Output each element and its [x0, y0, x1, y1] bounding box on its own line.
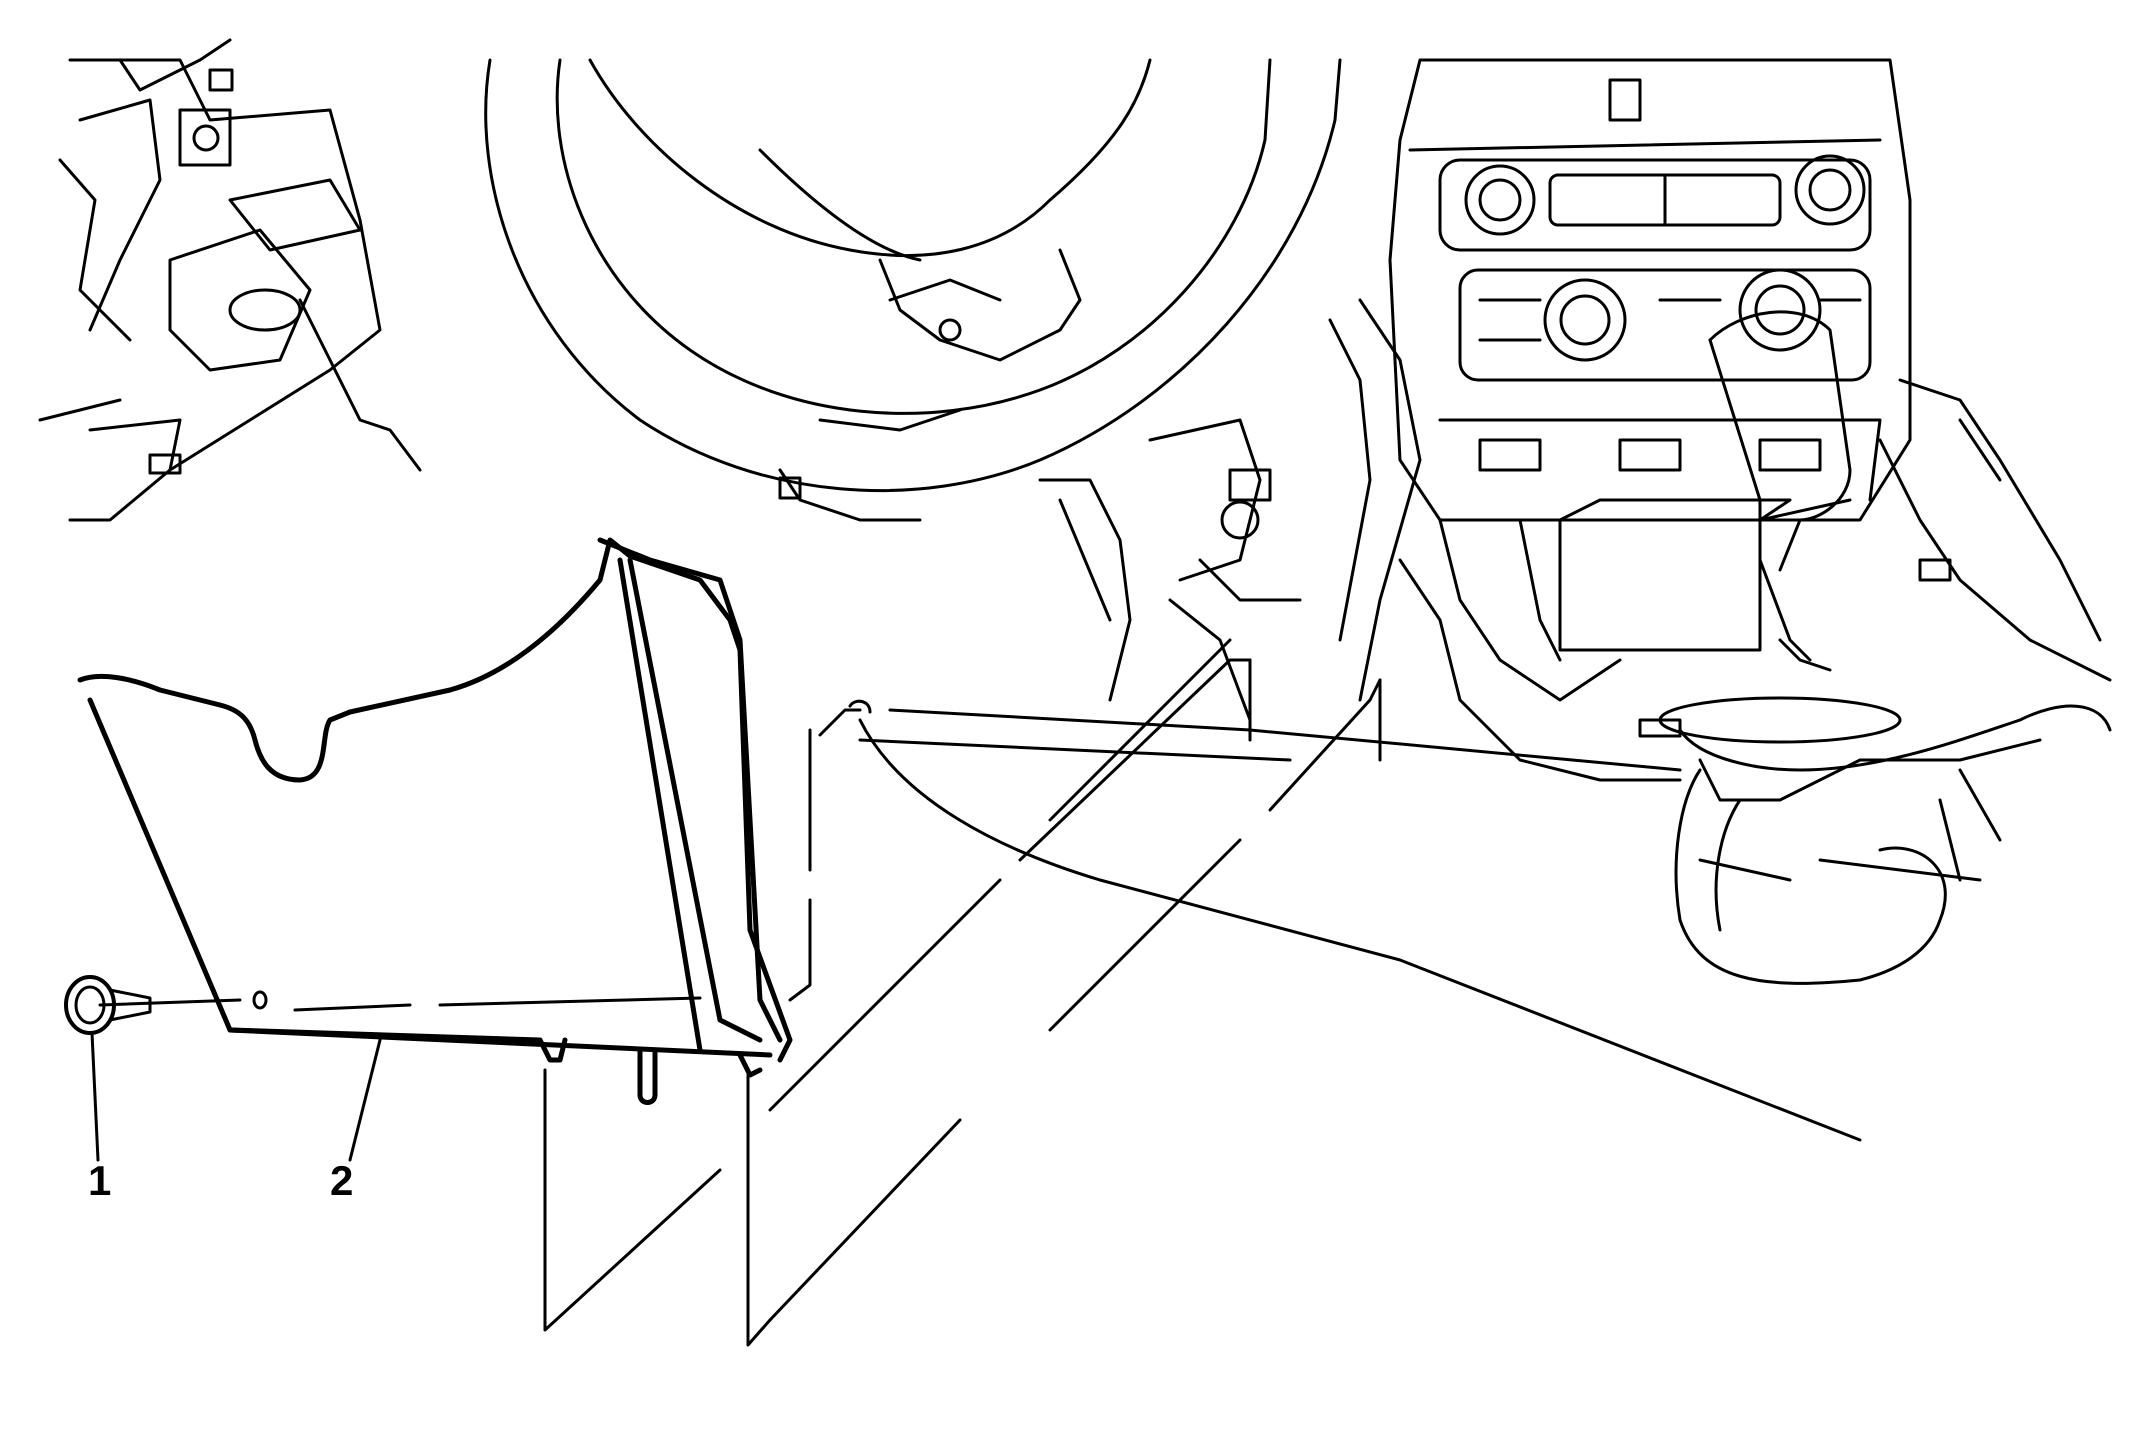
gear-shifter — [1638, 310, 2112, 802]
steering-wheel — [484, 58, 1342, 492]
leader-lines — [90, 1031, 382, 1162]
center-console — [1328, 298, 1792, 782]
instrument-panel-left — [38, 38, 422, 522]
knee-bolster-panel — [77, 537, 793, 1105]
lower-console-trim — [1674, 768, 2002, 985]
callout-1-label: 1 — [88, 1157, 112, 1204]
alignment-lines — [98, 638, 1382, 1347]
callout-2-label: 2 — [330, 1157, 354, 1204]
steering-column — [778, 418, 1302, 722]
push-pin-retainer-icon — [64, 975, 152, 1035]
floor-lines — [858, 708, 1982, 1142]
center-stack — [1388, 58, 1912, 522]
